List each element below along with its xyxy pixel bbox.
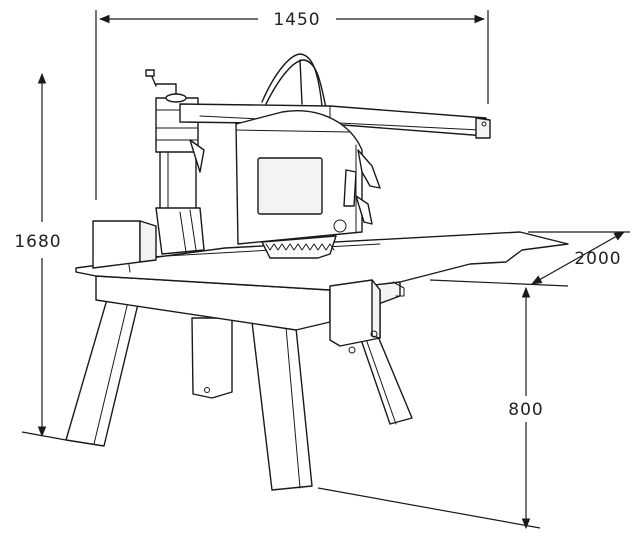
table-top [75,231,569,291]
motor-window [257,157,323,215]
depth-label: 2000 [574,249,621,269]
total-height-label: 1680 [14,232,61,252]
side-fence-block [92,220,157,269]
rear-left-leg [191,317,233,399]
switch-box [329,279,405,354]
dimension-width: 1450 [95,10,489,200]
front-left-leg [65,295,139,447]
dimension-depth: 2000 [429,231,630,287]
table-height-label: 800 [508,400,543,420]
column [155,149,205,255]
width-label: 1450 [273,10,320,30]
front-right-leg [251,321,313,491]
saw-blade [261,235,337,259]
dimension-table-height: 800 [317,286,543,530]
blade-guard [235,110,381,245]
dimension-total-height: 1680 [14,72,67,441]
